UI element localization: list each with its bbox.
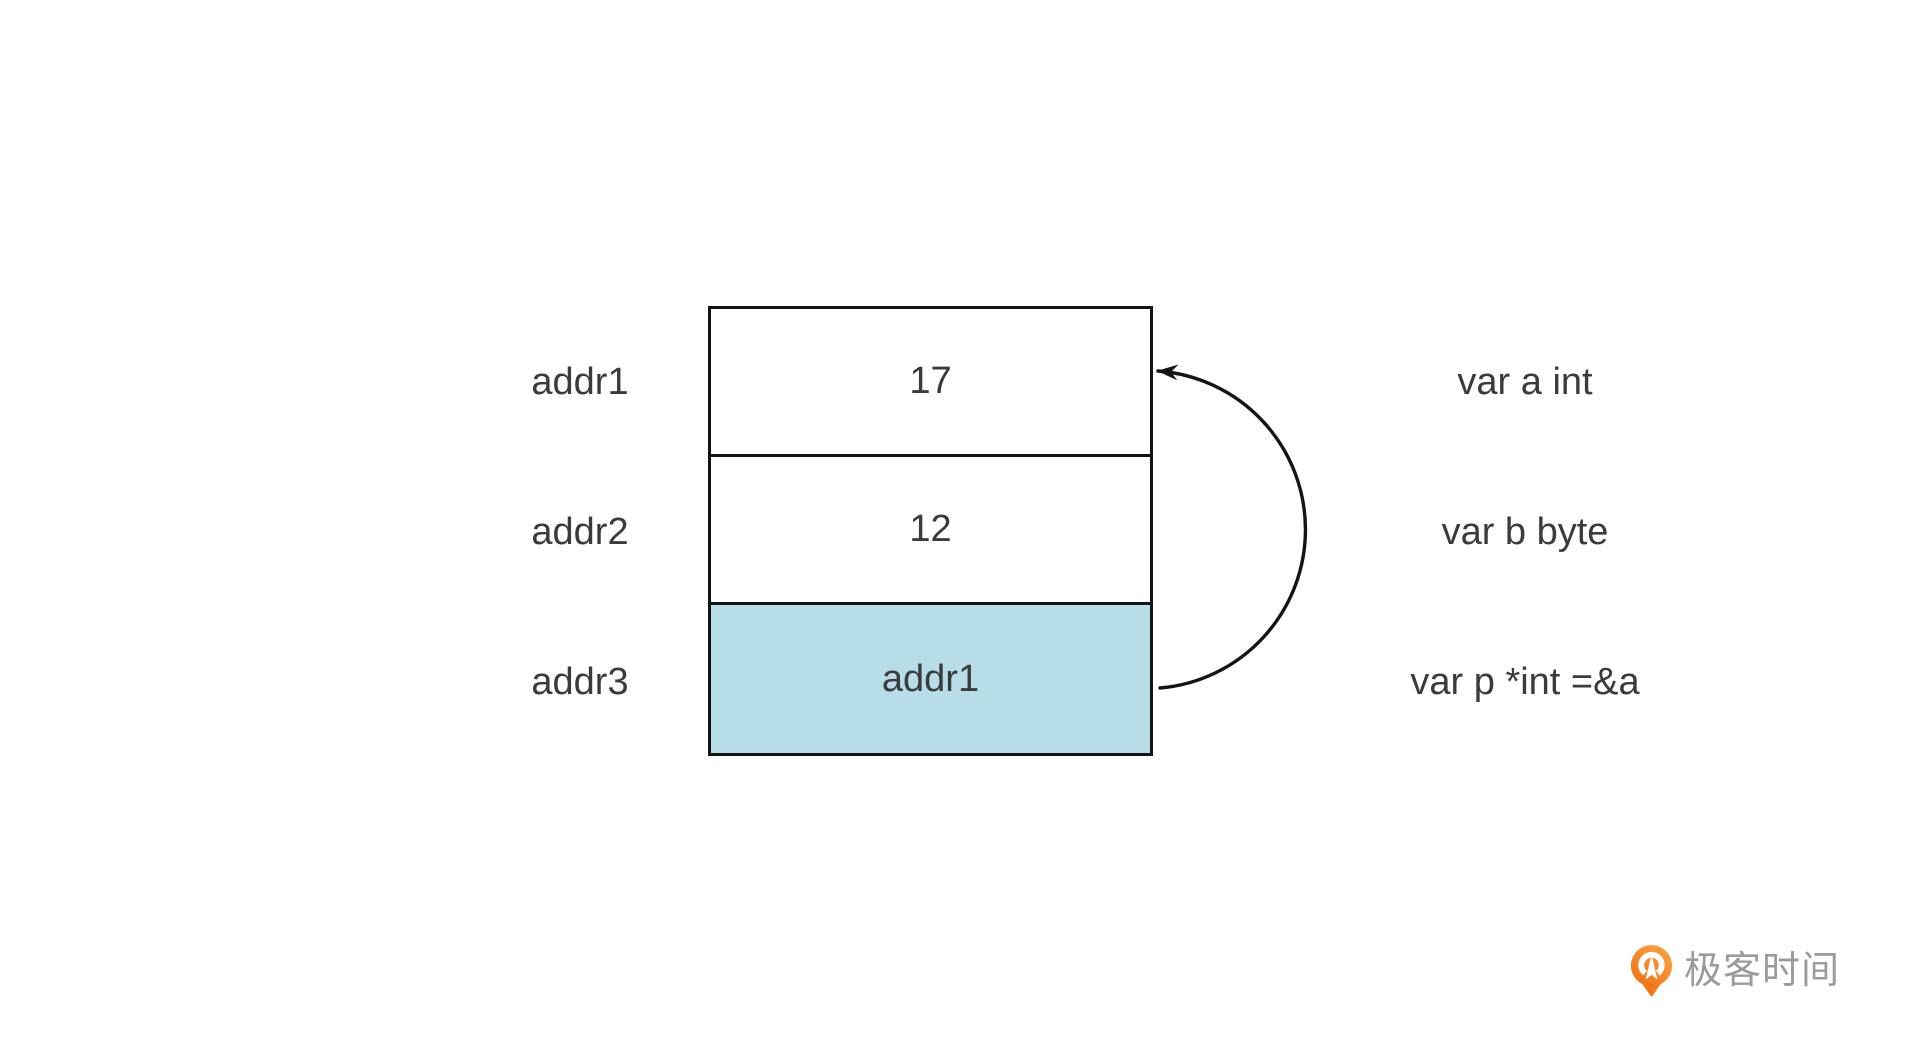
memory-cell-value: addr1 [881, 657, 980, 700]
geektime-logo-text: 极客时间 [1684, 950, 1841, 992]
memory-cell-value: 12 [909, 508, 952, 550]
geektime-logo: 极客时间 [1628, 940, 1840, 1002]
memory-table: 17 12 addr1 [708, 306, 1153, 756]
variable-annotation-2: var b byte [1441, 511, 1609, 553]
variable-annotation-1: var a int [1457, 361, 1593, 403]
geektime-logo-icon [1630, 944, 1673, 997]
address-label-2: addr2 [531, 511, 629, 553]
memory-cell-value: 17 [909, 360, 952, 402]
memory-cell-addr1: 17 [711, 309, 1150, 457]
variable-annotation-3: var p *int =&a [1410, 661, 1640, 703]
memory-cell-addr2: 12 [711, 457, 1150, 605]
memory-cell-addr3-pointer: addr1 [711, 605, 1150, 753]
address-label-3: addr3 [531, 661, 629, 703]
address-label-1: addr1 [531, 361, 629, 403]
